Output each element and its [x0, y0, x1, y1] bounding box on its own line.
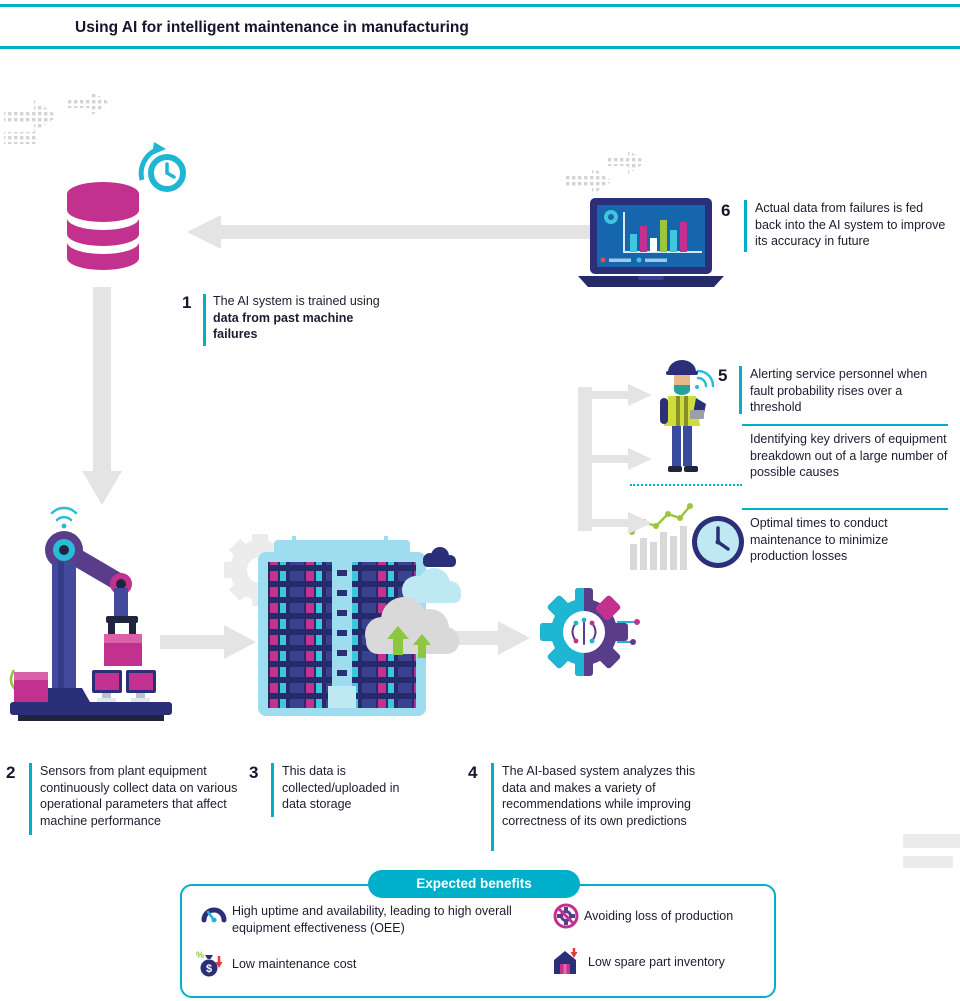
step-5-separator-2 — [742, 508, 948, 510]
robot-arm-icon — [9, 506, 172, 721]
svg-text:$: $ — [206, 963, 212, 975]
flow-arrow-down — [82, 287, 122, 505]
step-1-number: 1 — [182, 293, 192, 312]
pixel-arrows-decoration — [4, 90, 110, 144]
benefits-title-badge: Expected benefits — [368, 870, 580, 898]
step-5-divider — [739, 366, 742, 414]
low-inventory-warehouse-icon — [554, 948, 578, 974]
cloud-upload-icon — [365, 547, 461, 658]
page-edge-decoration — [903, 856, 953, 868]
benefits-box — [180, 884, 776, 998]
step-1-text-plain: The AI system is trained using — [213, 294, 380, 308]
trend-chart-clock-icon — [629, 503, 744, 570]
flow-arrow-collect — [160, 625, 256, 659]
history-clock-icon — [138, 142, 186, 192]
step-4-divider — [491, 763, 494, 851]
low-cost-money-bag-icon: % $ — [196, 950, 223, 977]
svg-text:%: % — [196, 950, 204, 960]
step-5-separator-1 — [742, 424, 948, 426]
step-4-text: The AI-based system analyzes this data a… — [502, 764, 696, 828]
page-title: Using AI for intelligent maintenance in … — [75, 19, 469, 36]
flow-arrow-feedback — [187, 215, 592, 249]
benefit-low-inventory-text: Low spare part inventory — [588, 955, 725, 969]
step-3-number: 3 — [249, 763, 259, 782]
step-2-number: 2 — [6, 763, 16, 782]
service-worker-icon — [660, 360, 715, 472]
flow-branch-arrows — [578, 384, 652, 534]
step-5-dotted-line — [630, 484, 742, 486]
step-3-divider — [271, 763, 274, 817]
page-edge-decoration — [903, 834, 960, 848]
header-rule-bottom — [0, 46, 960, 49]
step-2-text: Sensors from plant equipment continuousl… — [40, 764, 238, 828]
step-5-number: 5 — [718, 366, 728, 385]
step-1-divider — [203, 294, 206, 346]
step-5-item-2: Identifying key drivers of equipment bre… — [750, 432, 948, 480]
step-2-divider — [29, 763, 32, 835]
benefit-uptime-text: High uptime and availability, leading to… — [232, 904, 512, 935]
benefit-no-loss-text: Avoiding loss of production — [584, 909, 734, 923]
benefit-low-cost-text: Low maintenance cost — [232, 957, 357, 971]
step-6-number: 6 — [721, 201, 731, 220]
step-6-text: Actual data from failures is fed back in… — [755, 201, 946, 249]
ai-gear-brain-icon — [540, 588, 640, 676]
dashboard-laptop-icon — [578, 198, 724, 287]
step-4-number: 4 — [468, 763, 478, 782]
step-6-divider — [744, 200, 747, 252]
pixel-arrows-decoration — [566, 150, 646, 195]
header-rule-top — [0, 4, 960, 7]
step-5-item-1: Alerting service personnel when fault pr… — [750, 367, 928, 415]
step-1-text-bold: data from past machine failures — [213, 310, 354, 342]
flow-arrow-analyze — [430, 621, 530, 655]
step-1-text: The AI system is trained using data from… — [213, 293, 395, 343]
step-5-item-3: Optimal times to conduct maintenance to … — [750, 516, 889, 564]
uptime-gauge-icon — [201, 907, 227, 923]
database-icon — [67, 182, 139, 270]
step-3-text: This data is collected/uploaded in data … — [282, 764, 400, 812]
no-production-loss-icon — [553, 903, 579, 929]
